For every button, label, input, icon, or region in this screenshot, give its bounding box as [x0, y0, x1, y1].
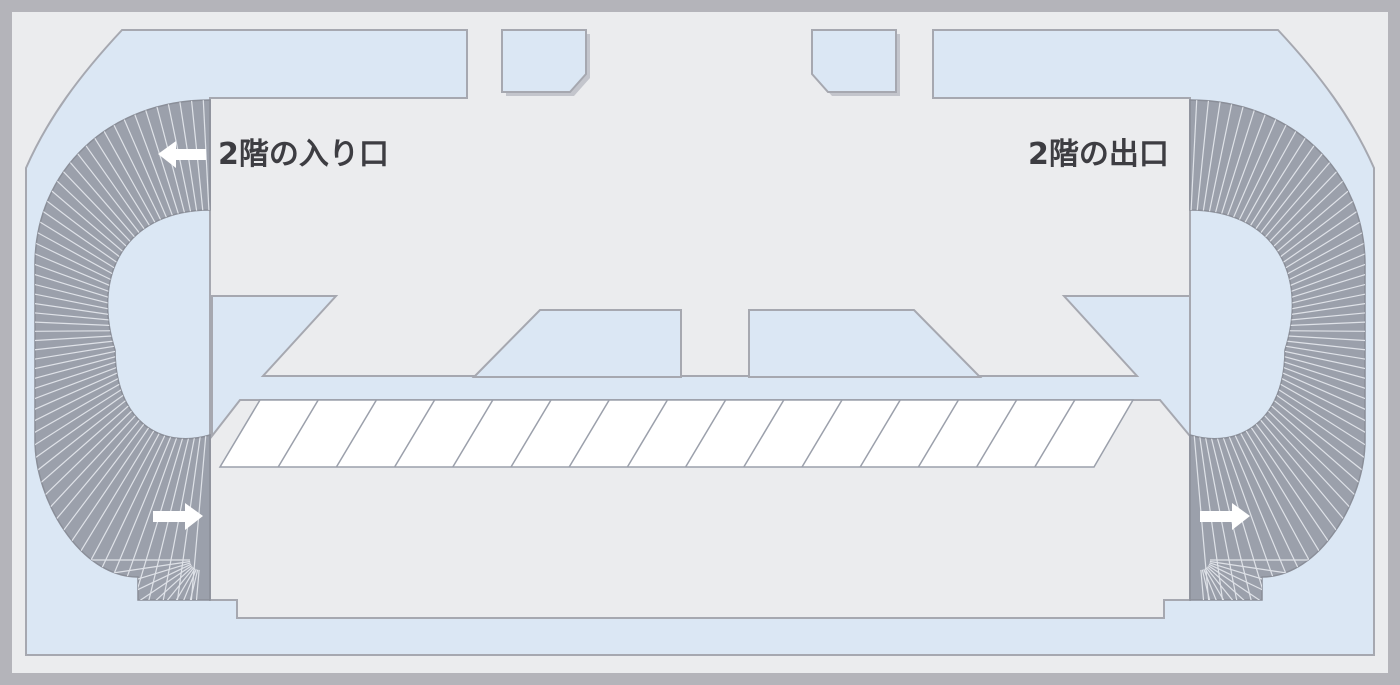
- seat-divider: [393, 399, 436, 468]
- stair-step: [1207, 565, 1317, 600]
- stair-step: [83, 565, 193, 600]
- seat-divider: [684, 399, 727, 468]
- seat-divider: [277, 399, 319, 468]
- arrow-right-icon: [1200, 503, 1250, 530]
- exit-label: 2階の出口: [1028, 137, 1169, 172]
- seat-divider: [975, 399, 1018, 468]
- seat-divider: [743, 399, 785, 468]
- top-block-right: [811, 29, 900, 96]
- stair-step: [1206, 566, 1304, 600]
- seat-divider: [626, 399, 669, 468]
- stair-step: [96, 566, 194, 600]
- stair-step: [1201, 569, 1234, 600]
- seating-row: [218, 399, 1135, 468]
- booth-right: [748, 309, 983, 378]
- arrow-left-icon: [158, 141, 206, 168]
- seat-divider: [452, 399, 494, 468]
- seat-divider: [568, 399, 610, 468]
- booth-left: [471, 309, 682, 378]
- arrow-right-icon: [153, 503, 203, 530]
- stair-step: [166, 569, 199, 600]
- entrance-label: 2階の入り口: [218, 137, 389, 172]
- seat-divider: [510, 399, 552, 468]
- stair-step: [146, 569, 197, 600]
- concourse: [211, 295, 1191, 439]
- stair-step: [187, 569, 200, 600]
- seat-divider: [335, 399, 378, 468]
- stair-step: [1203, 569, 1254, 600]
- stair-step: [111, 567, 195, 600]
- stair-step: [1204, 568, 1272, 600]
- stair-step: [128, 568, 196, 600]
- stair-step: [1205, 567, 1289, 600]
- stair-step: [1190, 100, 1202, 291]
- seat-divider: [1034, 399, 1076, 468]
- seat-divider: [801, 399, 843, 468]
- top-block-left: [501, 29, 590, 96]
- seat-divider: [859, 399, 901, 468]
- stair-step: [1200, 569, 1213, 600]
- seat-divider: [917, 399, 960, 468]
